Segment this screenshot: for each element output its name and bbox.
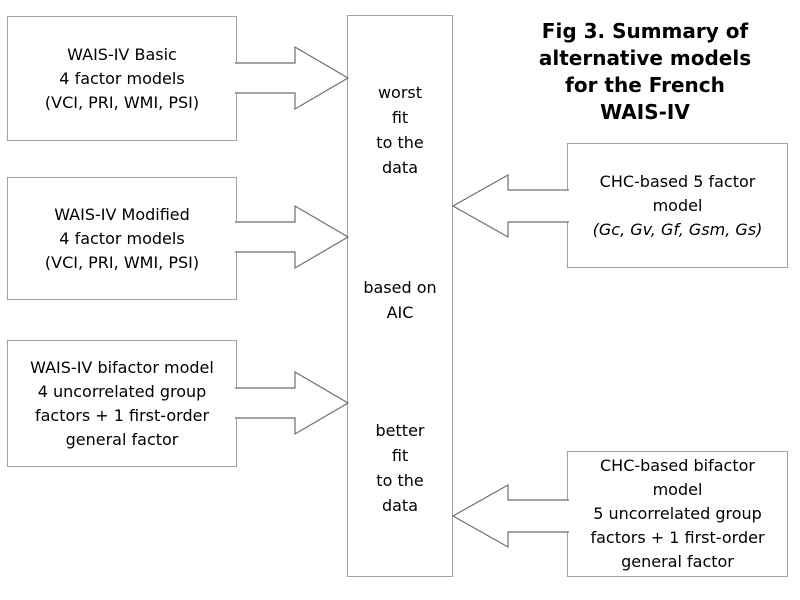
based-on-aic-label: based on AIC bbox=[363, 278, 437, 322]
box-chc-bifactor: CHC-based bifactor model 5 uncorrelated … bbox=[567, 451, 788, 577]
fit-scale-box: worst fit to the data based on AIC bette… bbox=[347, 15, 453, 577]
arrow-chc-5factor-to-center-icon bbox=[451, 173, 569, 239]
box-chc-5factor-text: CHC-based 5 factor model (Gc, Gv, Gf, Gs… bbox=[568, 146, 787, 266]
box-chc-5factor-main: CHC-based 5 factor model bbox=[599, 171, 756, 215]
figure-title: Fig 3. Summary of alternative models for… bbox=[538, 19, 752, 124]
worst-fit-label: worst fit to the data bbox=[376, 83, 424, 177]
arrow-wais-basic-to-worst-icon bbox=[235, 45, 350, 111]
box-chc-bifactor-text: CHC-based bifactor model 5 uncorrelated … bbox=[590, 456, 765, 571]
box-wais-basic: WAIS-IV Basic 4 factor models (VCI, PRI,… bbox=[7, 16, 237, 141]
box-chc-5factor: CHC-based 5 factor model (Gc, Gv, Gf, Gs… bbox=[567, 143, 788, 268]
box-wais-basic-text: WAIS-IV Basic 4 factor models (VCI, PRI,… bbox=[44, 44, 200, 112]
box-wais-modified: WAIS-IV Modified 4 factor models (VCI, P… bbox=[7, 177, 237, 300]
box-wais-bifactor: WAIS-IV bifactor model 4 uncorrelated gr… bbox=[7, 340, 237, 467]
arrow-wais-modified-to-center-icon bbox=[235, 204, 350, 270]
arrow-chc-bifactor-to-better-icon bbox=[451, 483, 569, 549]
box-chc-5factor-factors: (Gc, Gv, Gf, Gsm, Gs) bbox=[592, 219, 763, 239]
box-wais-modified-text: WAIS-IV Modified 4 factor models (VCI, P… bbox=[44, 204, 200, 272]
arrow-wais-bifactor-to-better-icon bbox=[235, 370, 350, 436]
box-wais-bifactor-text: WAIS-IV bifactor model 4 uncorrelated gr… bbox=[30, 357, 214, 449]
better-fit-label: better fit to the data bbox=[375, 421, 425, 515]
